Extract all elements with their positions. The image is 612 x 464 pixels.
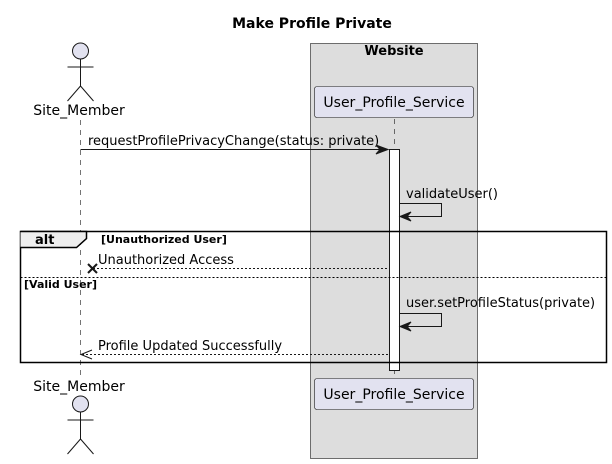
message-request-label: requestProfilePrivacyChange(status: priv…: [88, 134, 379, 149]
message-success-label: Profile Updated Successfully: [98, 339, 282, 354]
alt-frame: [19, 230, 608, 364]
arrowhead-icon: [398, 321, 412, 332]
website-box-title: Website: [364, 44, 423, 59]
diagram-title: Make Profile Private: [232, 16, 392, 32]
arrowhead-icon: [375, 144, 390, 155]
arrowhead-icon: [398, 211, 412, 222]
site-member-label-bottom: Site_Member: [33, 379, 125, 395]
user-profile-service-label-top: User_Profile_Service: [323, 95, 464, 111]
message-unauthorized-label: Unauthorized Access: [98, 253, 234, 268]
site-member-actor-bottom: [67, 395, 94, 455]
alt-guard-valid: [Valid User]: [24, 278, 97, 291]
alt-guard-unauthorized: [Unauthorized User]: [101, 233, 227, 246]
site-member-label-top: Site_Member: [33, 103, 125, 119]
user-profile-service-box-bottom: [314, 378, 474, 410]
message-set-status-arrow: [400, 313, 442, 327]
activation-bar: [389, 149, 400, 371]
message-validate-arrow: [400, 203, 442, 217]
actor-head-icon: [72, 395, 89, 413]
open-arrowhead-icon: [79, 349, 93, 360]
message-validate-label: validateUser(): [406, 187, 498, 202]
user-profile-service-label-bottom: User_Profile_Service: [323, 387, 464, 403]
destroy-x-icon: [87, 263, 98, 274]
alt-frame-keyword: alt: [35, 233, 54, 248]
alt-frame-tab: [20, 230, 88, 249]
user-profile-service-box-top: [314, 86, 474, 118]
site-member-actor-top: [67, 42, 94, 102]
actor-head-icon: [72, 42, 89, 60]
message-set-status-label: user.setProfileStatus(private): [406, 296, 595, 311]
